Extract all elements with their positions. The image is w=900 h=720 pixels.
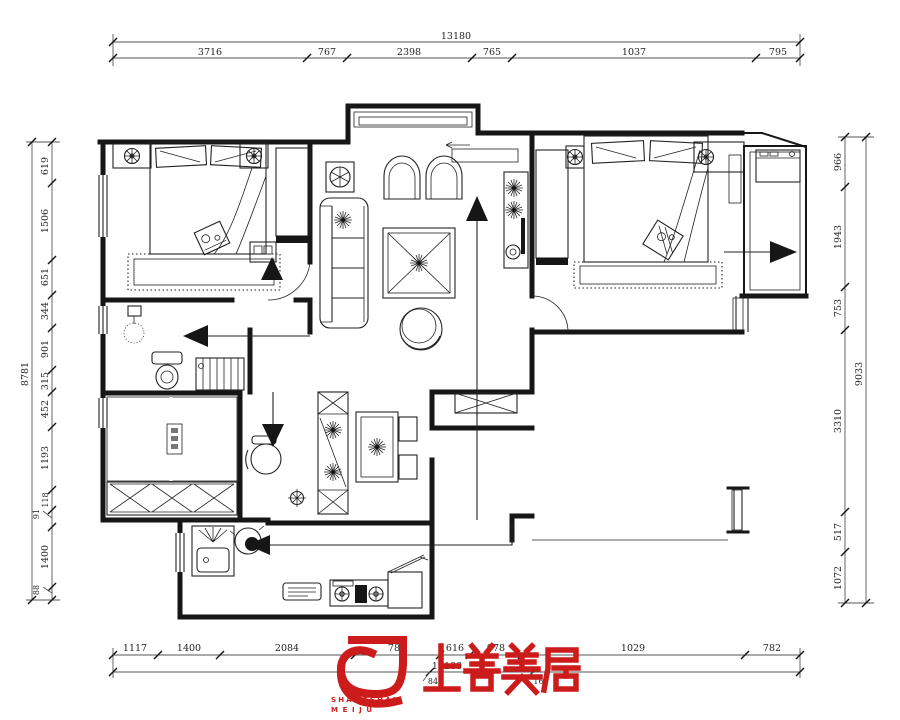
dim-label: 2398 bbox=[397, 47, 421, 58]
bed-master bbox=[149, 141, 267, 256]
cutting-board bbox=[282, 582, 322, 601]
low-cabinet bbox=[106, 481, 238, 516]
dim-label: 8781 bbox=[20, 362, 31, 386]
entry-cabinet bbox=[454, 392, 518, 414]
arrow-down bbox=[262, 424, 284, 447]
dim-leader-label: 84 bbox=[428, 677, 438, 686]
dim-top: 13180 3716 767 2398 765 1037 795 bbox=[108, 31, 805, 66]
tatami-label bbox=[166, 423, 183, 455]
dining-area bbox=[317, 391, 418, 515]
dim-leader-label: 169 bbox=[533, 677, 548, 686]
living-room bbox=[319, 141, 519, 351]
rug bbox=[573, 261, 723, 289]
arch-chairs bbox=[383, 155, 463, 200]
tv-cabinet bbox=[503, 171, 529, 269]
sofa bbox=[319, 197, 369, 329]
dim-label: 344 bbox=[40, 302, 51, 320]
arrow-up bbox=[466, 196, 488, 221]
second-bedroom bbox=[503, 135, 745, 289]
kitchen bbox=[191, 525, 429, 609]
flow-arrows bbox=[183, 196, 797, 555]
decor-cabinet bbox=[325, 161, 355, 193]
dim-label: 765 bbox=[483, 47, 501, 58]
nightstand bbox=[693, 141, 745, 173]
gas-stove bbox=[329, 579, 389, 607]
area-rug bbox=[382, 227, 456, 299]
rug bbox=[127, 253, 281, 291]
dim-label: 1072 bbox=[833, 566, 844, 590]
dim-label: 3716 bbox=[198, 47, 222, 58]
dim-label: 767 bbox=[318, 47, 336, 58]
dim-label: 1193 bbox=[40, 446, 51, 470]
master-bedroom bbox=[112, 141, 311, 291]
toilet bbox=[151, 351, 183, 390]
dim-label: 966 bbox=[833, 153, 844, 171]
fridge bbox=[387, 554, 429, 609]
dim-label: 3310 bbox=[833, 409, 844, 433]
dim-label: 1117 bbox=[123, 643, 147, 654]
door-pivot-icon bbox=[288, 489, 306, 507]
dim-label: 619 bbox=[40, 157, 51, 175]
round-table bbox=[399, 307, 443, 351]
dim-label: 901 bbox=[40, 340, 51, 358]
dim-label: 651 bbox=[40, 268, 51, 286]
cushion bbox=[193, 220, 231, 256]
dim-label: 795 bbox=[769, 47, 787, 58]
nightstand bbox=[249, 241, 277, 263]
dim-label: 1400 bbox=[40, 545, 51, 569]
dining-table bbox=[355, 411, 399, 483]
logo-mark bbox=[336, 636, 408, 708]
sliding-door bbox=[445, 141, 519, 163]
curtain-strip bbox=[728, 154, 742, 204]
logo-en-2: MEIJU bbox=[331, 706, 377, 714]
dim-left: 619 1506 651 344 901 315 452 1193 118 91… bbox=[20, 137, 60, 605]
dim-label: 1943 bbox=[833, 225, 844, 249]
arrow-left bbox=[183, 325, 208, 347]
dim-label: 1400 bbox=[177, 643, 201, 654]
logo-cn-glyphs bbox=[423, 642, 581, 696]
arrow-left-kitchen bbox=[247, 535, 270, 555]
dim-label: 1037 bbox=[622, 47, 646, 58]
dining-chair bbox=[398, 454, 418, 480]
window bbox=[97, 175, 186, 572]
dim-label: 753 bbox=[833, 299, 844, 317]
wardrobe-master bbox=[275, 147, 311, 243]
vanity-sink bbox=[195, 357, 245, 391]
desk-chair bbox=[245, 435, 282, 475]
dining-chair bbox=[398, 416, 418, 442]
cushion bbox=[642, 219, 684, 261]
dim-leader-label: 91 bbox=[32, 509, 41, 519]
dim-label: 782 bbox=[763, 643, 781, 654]
dim-label: 452 bbox=[40, 400, 51, 418]
dim-label: 616 bbox=[446, 643, 464, 654]
rug-inner bbox=[579, 265, 717, 285]
kitchen-sink bbox=[191, 525, 235, 577]
dim-label: 118 bbox=[41, 492, 50, 507]
washing-machine bbox=[755, 149, 801, 183]
tatami-room bbox=[106, 396, 306, 516]
dim-label: 315 bbox=[40, 372, 51, 390]
wardrobe-second bbox=[535, 149, 569, 265]
dim-label: 789 bbox=[388, 643, 406, 654]
dim-label: 517 bbox=[833, 523, 844, 541]
balcony bbox=[755, 149, 801, 183]
brand-logo: SHANGSHAN MEIJU bbox=[331, 636, 581, 714]
bed-second bbox=[583, 135, 709, 263]
walls bbox=[97, 103, 809, 620]
dim-label: 978 bbox=[487, 643, 505, 654]
dim-label: 1506 bbox=[40, 209, 51, 233]
dim-label: 13180 bbox=[441, 31, 471, 42]
logo-en-1: SHANGSHAN bbox=[331, 696, 401, 704]
tall-cabinet bbox=[317, 391, 349, 515]
dim-label: 2084 bbox=[275, 643, 299, 654]
arrow-up-small bbox=[261, 257, 283, 280]
dim-leader-label: 88 bbox=[32, 585, 41, 595]
bathroom bbox=[123, 305, 245, 391]
dim-label: 1029 bbox=[621, 643, 645, 654]
arrow-right bbox=[770, 241, 797, 263]
dim-label: 9033 bbox=[854, 362, 865, 386]
dim-right: 966 1943 753 3310 517 1072 9033 bbox=[833, 132, 874, 608]
